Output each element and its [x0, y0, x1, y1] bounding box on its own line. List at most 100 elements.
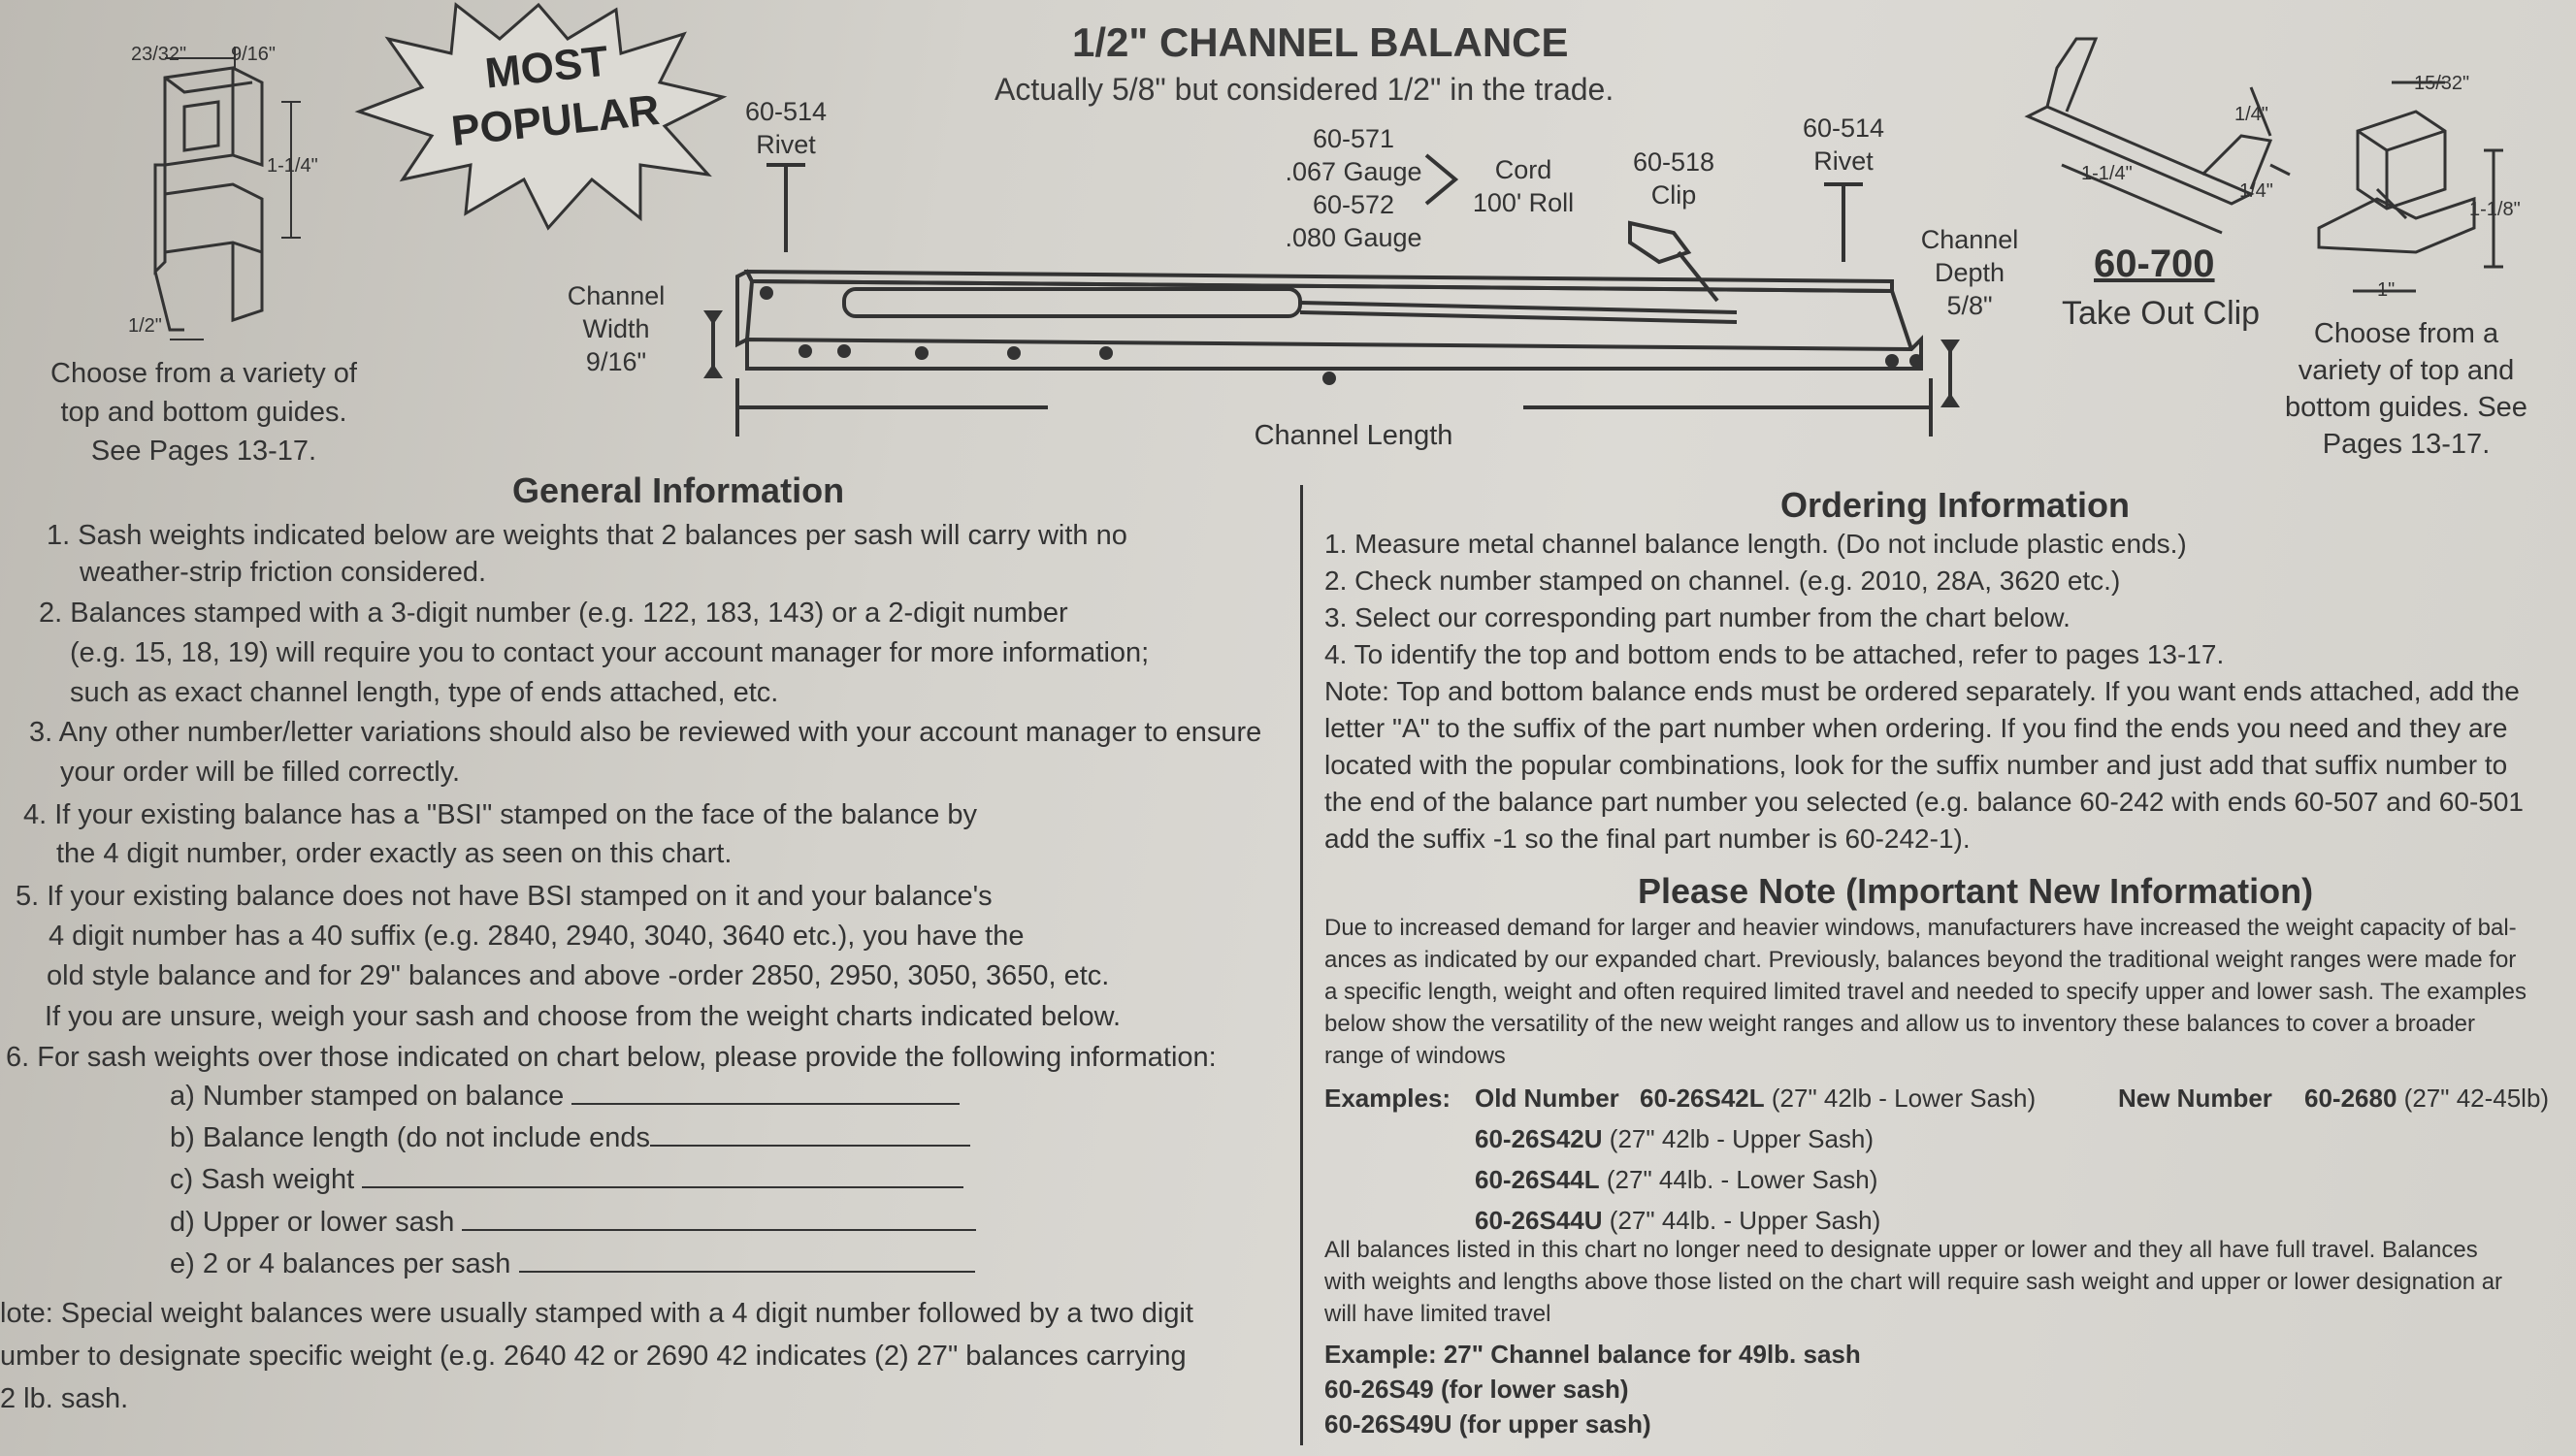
old-item-part: 60-26S42L [1640, 1084, 1765, 1113]
please-note-line: Due to increased demand for larger and h… [1324, 915, 2517, 941]
right-guide-caption-line: Choose from a [2313, 318, 2499, 349]
channel-width-label: Channel Width 9/16" [543, 279, 689, 378]
channel-balance-drawing-icon [703, 153, 1960, 437]
left-guide-illustration [126, 39, 340, 349]
channel-width-line: Width [582, 314, 650, 343]
rivet-right-part: 60-514 [1802, 113, 1885, 143]
balance-diagram [669, 146, 2028, 456]
example-upper: 60-26S49U (for upper sash) [1324, 1409, 1651, 1439]
right-guide-caption-line: variety of top and [2298, 355, 2515, 386]
after-line: with weights and lengths above those lis… [1324, 1269, 2503, 1295]
form-blank[interactable] [518, 1249, 975, 1273]
general-line: your order will be filled correctly. [60, 757, 461, 788]
form-label: c) Sash weight [170, 1164, 355, 1195]
general-line: 4 digit number has a 40 suffix (e.g. 284… [49, 921, 1025, 952]
general-line: 1. Sash weights indicated below are weig… [47, 520, 1127, 551]
old-item-desc: (27" 44lb. - Lower Sash) [1606, 1165, 1878, 1194]
old-item-desc: (27" 42lb - Lower Sash) [1771, 1084, 2037, 1113]
form-row-balances: e) 2 or 4 balances per sash [170, 1245, 975, 1284]
cord-roll: 100' Roll [1472, 188, 1575, 217]
gauge-label: 60-571 .067 Gauge 60-572 .080 Gauge [1256, 122, 1451, 254]
ordering-line: 2. Check number stamped on channel. (e.g… [1324, 566, 2121, 596]
ordering-info-heading: Ordering Information [1780, 485, 2130, 525]
right-guide-caption-line: Pages 13-17. [2322, 429, 2491, 460]
old-item-desc: (27" 44lb. - Upper Sash) [1609, 1206, 1881, 1235]
channel-width-value: 9/16" [585, 347, 647, 376]
left-guide-dim-bottom: 1/2" [128, 315, 162, 337]
please-note-line: a specific length, weight and often requ… [1324, 979, 2527, 1005]
gauge-part-2: 60-572 [1312, 190, 1395, 219]
general-line: 6. For sash weights over those indicated… [6, 1042, 1217, 1073]
left-guide-caption-line: See Pages 13-17. [90, 436, 317, 467]
left-guide-dim-height: 1-1/4" [267, 155, 318, 177]
starburst-icon [354, 2, 728, 231]
general-line: the 4 digit number, order exactly as see… [56, 838, 733, 869]
guide-drawing-icon [153, 47, 301, 340]
left-guide-dim-top-right: 9/16" [231, 44, 277, 65]
form-blank[interactable] [649, 1123, 970, 1147]
column-divider [1300, 485, 1303, 1445]
clip-name: Clip [1650, 180, 1697, 210]
channel-depth-label: Channel Depth 5/8" [1902, 223, 2038, 322]
general-line: If you are unsure, weigh your sash and c… [45, 1001, 1122, 1032]
note-line: umber to designate specific weight (e.g.… [0, 1341, 1187, 1372]
channel-depth-line: Channel [1920, 225, 2019, 254]
general-line: 2. Balances stamped with a 3-digit numbe… [39, 598, 1068, 629]
general-line: such as exact channel length, type of en… [70, 677, 779, 708]
page-title: 1/2" CHANNEL BALANCE [1072, 19, 1569, 65]
old-number-label: Old Number [1475, 1084, 1619, 1113]
new-item: 60-2680 (27" 42-45lb) [2304, 1082, 2549, 1115]
take-out-clip-dim-b: 1-1/4" [2081, 163, 2133, 184]
channel-depth-line: Depth [1934, 258, 2005, 287]
form-label: e) 2 or 4 balances per sash [170, 1248, 511, 1279]
general-info-heading: General Information [512, 470, 845, 510]
after-line: will have limited travel [1324, 1301, 1551, 1327]
gauge-part-1: 60-571 [1312, 124, 1395, 153]
form-blank[interactable] [571, 1082, 961, 1105]
form-blank[interactable] [362, 1165, 964, 1188]
ordering-line: add the suffix -1 so the final part numb… [1324, 824, 1971, 854]
please-note-heading: Please Note (Important New Information) [1638, 871, 2314, 911]
general-line: old style balance and for 29" balances a… [47, 960, 1110, 991]
guide-drawing-icon [2317, 81, 2503, 293]
old-item-part: 60-26S42U [1475, 1124, 1603, 1153]
take-out-clip-label: Take Out Clip [2062, 295, 2261, 332]
gauge-desc-2: .080 Gauge [1285, 223, 1422, 252]
take-out-clip-part: 60-700 [2094, 243, 2215, 285]
old-item: 60-26S44U (27" 44lb. - Upper Sash) [1475, 1204, 1880, 1237]
right-guide-illustration [2299, 73, 2523, 306]
ordering-line: letter "A" to the suffix of the part num… [1324, 713, 2508, 743]
right-guide-dim-bottom: 1" [2377, 279, 2396, 301]
old-item-desc: (27" 42lb - Upper Sash) [1609, 1124, 1875, 1153]
form-label: d) Upper or lower sash [170, 1207, 455, 1238]
rivet-left-label: 60-514 Rivet [723, 95, 849, 161]
general-line: (e.g. 15, 18, 19) will require you to co… [70, 637, 1150, 668]
form-blank[interactable] [462, 1208, 977, 1231]
clip-label: 60-518 Clip [1611, 146, 1737, 211]
general-line: 5. If your existing balance does not hav… [16, 881, 993, 912]
page-subtitle: Actually 5/8" but considered 1/2" in the… [995, 72, 1614, 107]
old-item-part: 60-26S44U [1475, 1206, 1603, 1235]
new-item-desc: (27" 42-45lb) [2403, 1084, 2550, 1113]
take-out-clip-icon [2024, 37, 2291, 235]
please-note-line: range of windows [1324, 1043, 1506, 1069]
most-popular-badge: MOST POPULAR [349, 0, 728, 233]
please-note-line: below show the versatility of the new we… [1324, 1011, 2476, 1037]
new-number-label: New Number [2118, 1084, 2272, 1113]
after-line: All balances listed in this chart no lon… [1324, 1237, 2478, 1263]
gauge-desc-1: .067 Gauge [1285, 157, 1422, 186]
channel-width-line: Channel [567, 281, 666, 310]
note-line: lote: Special weight balances were usual… [0, 1298, 1193, 1329]
left-guide-caption-line: Choose from a variety of [50, 358, 357, 389]
form-row-upper-lower: d) Upper or lower sash [170, 1203, 977, 1243]
old-item-part: 60-26S44L [1475, 1165, 1600, 1194]
ordering-line: located with the popular combinations, l… [1324, 750, 2508, 780]
note-line: 2 lb. sash. [0, 1383, 129, 1414]
form-row-length: b) Balance length (do not include ends [170, 1118, 970, 1158]
right-guide-dim-height: 1-1/8" [2469, 199, 2521, 220]
old-item: 60-26S44L (27" 44lb. - Lower Sash) [1475, 1163, 1877, 1196]
left-guide-dim-top-left: 23/32" [131, 44, 187, 65]
rivet-left-part: 60-514 [744, 97, 828, 126]
left-guide-caption-line: top and bottom guides. [60, 397, 347, 428]
channel-length-label: Channel Length [1254, 420, 1453, 451]
